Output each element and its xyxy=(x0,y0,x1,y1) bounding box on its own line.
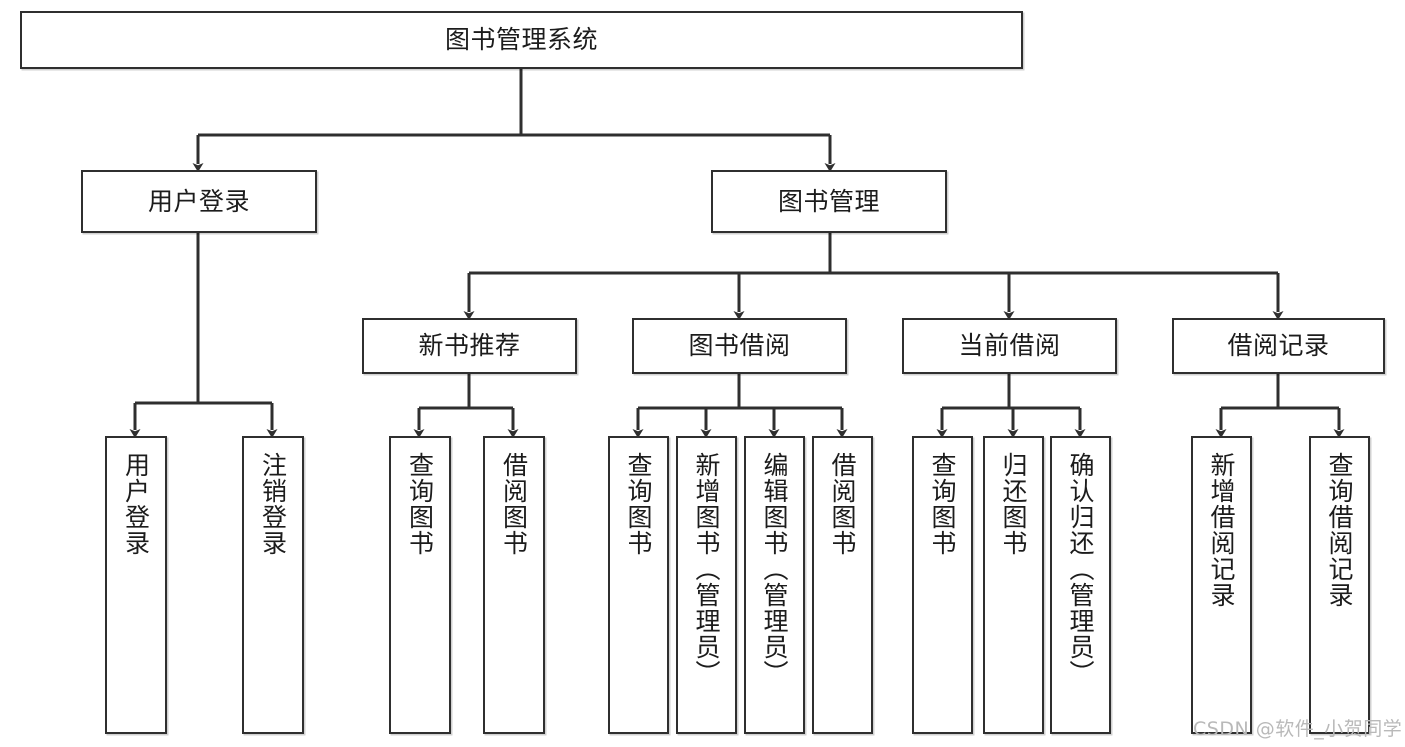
node-current-borrow[interactable]: 当前借阅 xyxy=(902,318,1117,374)
node-label: 查询图书 xyxy=(405,452,435,556)
leaf-book-borrow-edit-book-admin[interactable]: 编辑图书（管理员） xyxy=(744,436,805,734)
node-label: 借阅记录 xyxy=(1227,331,1330,360)
leaf-new-book-borrow-book[interactable]: 借阅图书 xyxy=(483,436,545,734)
node-label: 确认归还（管理员） xyxy=(1066,452,1095,686)
node-label: 当前借阅 xyxy=(958,331,1061,360)
leaf-book-borrow-query-book[interactable]: 查询图书 xyxy=(608,436,669,734)
leaf-book-borrow-borrow-book[interactable]: 借阅图书 xyxy=(812,436,873,734)
node-label: 查询图书 xyxy=(928,452,957,556)
node-label: 借阅图书 xyxy=(828,452,857,556)
leaf-current-borrow-return-book[interactable]: 归还图书 xyxy=(983,436,1044,734)
leaf-current-borrow-query-book[interactable]: 查询图书 xyxy=(912,436,973,734)
node-label: 注销登录 xyxy=(258,452,288,556)
node-label: 借阅图书 xyxy=(499,452,529,556)
node-label: 图书管理系统 xyxy=(444,25,598,54)
node-label: 新书推荐 xyxy=(418,331,521,360)
leaf-borrow-record-add-record[interactable]: 新增借阅记录 xyxy=(1191,436,1252,734)
node-label: 编辑图书（管理员） xyxy=(760,452,789,686)
node-label: 图书借阅 xyxy=(688,331,791,360)
leaf-user-login-logout[interactable]: 注销登录 xyxy=(242,436,304,734)
node-book-management[interactable]: 图书管理 xyxy=(711,170,947,233)
node-label: 用户登录 xyxy=(121,452,151,556)
node-label: 新增图书（管理员） xyxy=(692,452,721,686)
node-label: 归还图书 xyxy=(999,452,1028,556)
leaf-borrow-record-query-record[interactable]: 查询借阅记录 xyxy=(1309,436,1370,734)
node-label: 查询借阅记录 xyxy=(1325,452,1354,608)
node-user-login[interactable]: 用户登录 xyxy=(81,170,317,233)
node-new-book-recommend[interactable]: 新书推荐 xyxy=(362,318,577,374)
node-label: 查询图书 xyxy=(624,452,653,556)
leaf-current-borrow-confirm-return-admin[interactable]: 确认归还（管理员） xyxy=(1050,436,1111,734)
node-root-book-management-system[interactable]: 图书管理系统 xyxy=(20,11,1023,69)
csdn-watermark: CSDN @软件_小贺同学 xyxy=(1193,718,1403,740)
node-label: 用户登录 xyxy=(147,186,250,216)
node-label: 图书管理 xyxy=(777,186,880,216)
node-borrow-record[interactable]: 借阅记录 xyxy=(1172,318,1385,374)
node-book-borrow[interactable]: 图书借阅 xyxy=(632,318,847,374)
leaf-new-book-query-book[interactable]: 查询图书 xyxy=(389,436,451,734)
leaf-user-login-login[interactable]: 用户登录 xyxy=(105,436,167,734)
leaf-book-borrow-add-book-admin[interactable]: 新增图书（管理员） xyxy=(676,436,737,734)
node-label: 新增借阅记录 xyxy=(1207,452,1236,608)
